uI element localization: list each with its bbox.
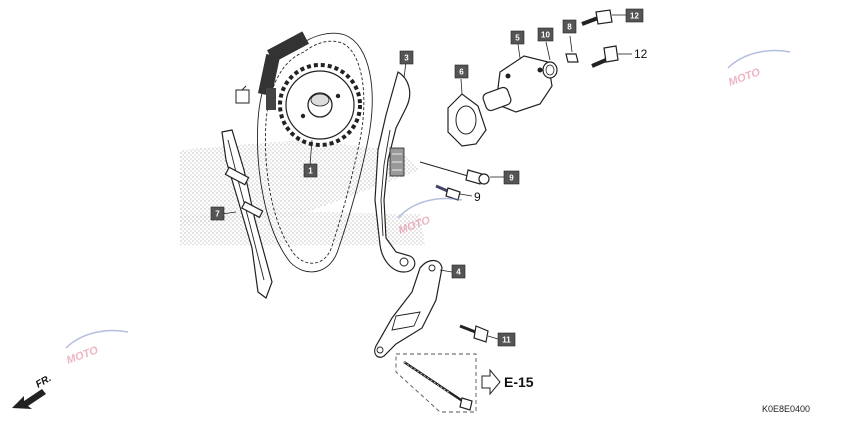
tensioner-lifter	[482, 55, 553, 113]
callout-8: 8	[562, 19, 577, 34]
svg-text:MOTO: MOTO	[727, 66, 762, 89]
callout-12: 12	[625, 8, 644, 23]
reference-arrow-icon	[481, 368, 501, 396]
svg-text:MOTO: MOTO	[65, 344, 100, 367]
bolt-11	[459, 324, 489, 343]
diagram-code: K0E8E0400	[762, 404, 810, 414]
bolt-12-upper	[581, 9, 613, 26]
svg-text:6: 6	[459, 68, 464, 77]
svg-text:1: 1	[308, 167, 313, 176]
callout-4: 4	[451, 264, 466, 279]
svg-text:4: 4	[456, 268, 461, 277]
bolt-12-lower	[591, 45, 619, 68]
long-bolt-reference	[395, 353, 477, 413]
cam-chain	[257, 31, 373, 273]
svg-text:11: 11	[502, 336, 511, 345]
sealing-washer	[542, 61, 558, 79]
front-direction-label: FR.	[34, 373, 53, 391]
callout-5: 5	[510, 30, 525, 45]
svg-text:10: 10	[541, 31, 550, 40]
watermark-right: MOTO	[727, 49, 791, 89]
svg-text:9: 9	[509, 174, 514, 183]
svg-text:5: 5	[515, 34, 520, 43]
tensioner-slipper	[374, 71, 416, 273]
callout-3: 3	[399, 50, 414, 65]
chain-clip-box	[235, 89, 250, 104]
callout-9: 9	[503, 170, 520, 185]
callout-11: 11	[497, 332, 516, 347]
callout-1: 1	[303, 163, 318, 178]
label-12-plain: 12	[634, 47, 648, 61]
svg-text:12: 12	[630, 12, 639, 21]
svg-text:8: 8	[567, 23, 572, 32]
bolt-9-upper	[419, 161, 490, 185]
sealing-bolt	[565, 53, 579, 63]
reference-label: E-15	[504, 374, 534, 390]
callout-7: 7	[210, 206, 225, 221]
chain-bracket	[374, 259, 443, 358]
cam-sprocket	[278, 63, 362, 147]
tensioner-gasket	[447, 93, 487, 147]
label-9-plain: 9	[474, 190, 481, 204]
chain-link-detail	[257, 31, 309, 110]
svg-text:7: 7	[215, 210, 220, 219]
svg-text:3: 3	[404, 54, 409, 63]
watermark-left: MOTO	[65, 329, 129, 367]
chain-guide	[221, 129, 273, 299]
callout-6: 6	[454, 64, 469, 79]
front-direction-arrow-icon	[12, 389, 46, 409]
callout-10: 10	[537, 27, 554, 42]
leader-lines	[221, 14, 632, 340]
